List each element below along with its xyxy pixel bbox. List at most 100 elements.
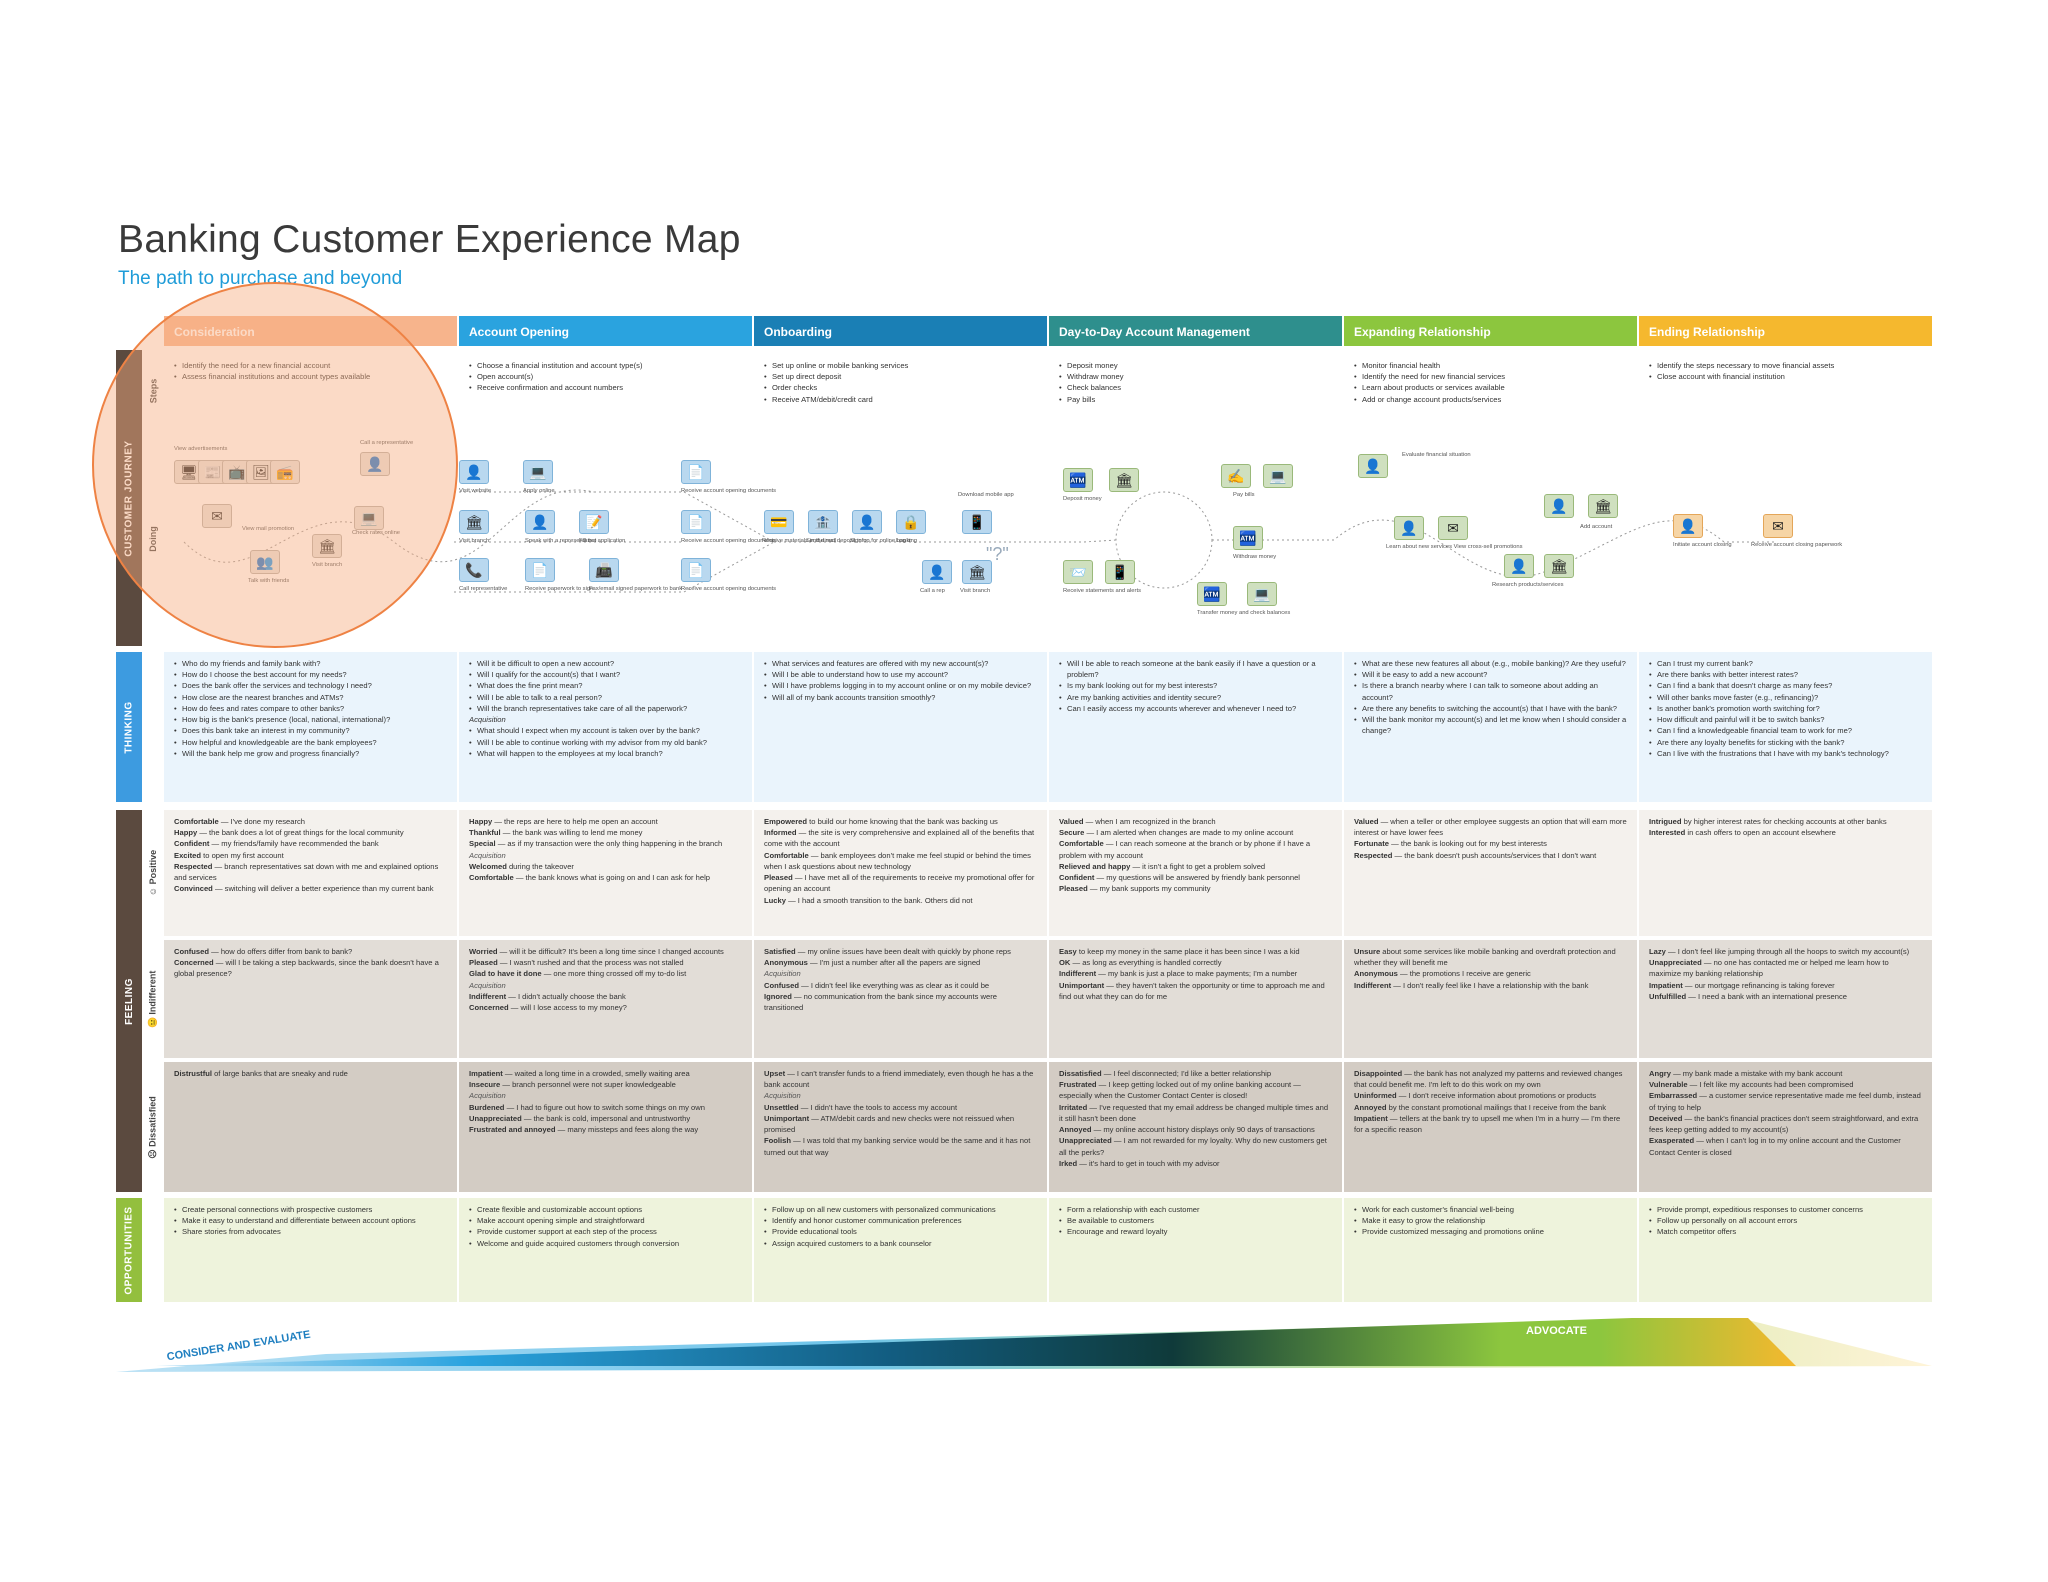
touchpoint-label: Fax/email signed paperwork to bank [589,586,683,592]
journey-touchpoint-icon: 📝 [579,510,609,534]
feeling-indifferent-cell: Lazy — I don't feel like jumping through… [1639,940,1932,1058]
feeling-indifferent-cell-entry: Confused — how do offers differ from ban… [174,947,353,956]
thinking-cell-item: Will it be easy to add a new account? [1354,669,1627,680]
opportunities-cell-item: Be available to customers [1059,1215,1332,1226]
journey-touchpoint-icon: 🔒 [896,510,926,534]
steps-cell-item: Withdraw money [1059,371,1332,382]
feeling-positive-cell-entry: Pleased — I have met all of the requirem… [764,873,1035,894]
touchpoint-label: Call a rep [920,588,945,594]
opportunities-cell-item: Create flexible and customizable account… [469,1204,742,1215]
feeling-dissatisfied-cell-entry: Embarrassed — a customer service represe… [1649,1091,1921,1112]
touchpoint-label: Transfer money and check balances [1197,610,1291,616]
feeling-dissatisfied-cell: Upset — I can't transfer funds to a frie… [754,1062,1047,1192]
question-mark-icon: "?" [986,544,1009,564]
feeling-dissatisfied-cell-entry: Vulnerable — I felt like my accounts had… [1649,1080,1854,1090]
feeling-dissatisfied-cell-entry: Exasperated — when I can't log in to my … [1649,1136,1901,1157]
thinking-cell-item: Can I find a knowledgeable financial tea… [1649,725,1922,736]
opportunities-cell-item: Match competitor offers [1649,1226,1922,1237]
sublabel-positive: ☺ Positive [148,849,158,897]
journey-touchpoint-icon: 🏛 [459,510,489,534]
thinking-cell-item: What should I expect when my account is … [469,725,742,736]
opportunities-cell: Work for each customer's financial well-… [1344,1198,1637,1302]
journey-touchpoint-icon: 📠 [589,558,619,582]
touchpoint-label: Receive materials in the mail [762,538,837,544]
sublabel-indifferent: 😐 Indifferent [147,970,158,1028]
feeling-dissatisfied-cell-entry: Acquisition [764,1091,801,1101]
opportunities-cell-item: Share stories from advocates [174,1226,447,1237]
steps-cell-item: Monitor financial health [1354,360,1627,371]
thinking-cell-item: Will all of my bank accounts transition … [764,692,1037,703]
touchpoint-label: Log in [896,538,912,544]
feeling-positive-cell-entry: Happy — the bank does a lot of great thi… [174,828,404,838]
touchpoint-label: Withdraw money [1233,554,1277,560]
thinking-cell-item: What services and features are offered w… [764,658,1037,669]
opportunities-cell-item: Provide educational tools [764,1226,1037,1237]
journey-touchpoint-icon: 👤 [1544,494,1574,518]
feeling-positive-cell-entry: Confident — my friends/family have recom… [174,839,379,849]
feeling-indifferent-cell-entry: Indifferent — my bank is just a place to… [1059,969,1298,979]
row-label-feeling: FEELING [116,810,142,1192]
thinking-cell-item: Is there a branch nearby where I can tal… [1354,680,1627,702]
thinking-cell-item: Will I have problems logging in to my ac… [764,680,1037,691]
feeling-dissatisfied-cell-entry: Unsettled — I didn't have the tools to a… [764,1102,958,1112]
journey-touchpoint-icon: 🏦 [808,510,838,534]
feeling-positive-cell-entry: Comfortable — the bank knows what is goi… [469,873,711,883]
feeling-positive-cell-entry: Pleased — my bank supports my community [1059,884,1211,894]
feeling-dissatisfied-cell-entry: Angry — my bank made a mistake with my b… [1649,1069,1843,1078]
feeling-positive-cell-entry: Secure — I am alerted when changes are m… [1059,828,1294,838]
touchpoint-label: Receive statements and alerts [1063,588,1141,594]
feeling-dissatisfied-cell-entry: Annoyed by the constant promotional mail… [1354,1102,1606,1112]
feeling-dissatisfied-cell: Impatient — waited a long time in a crow… [459,1062,752,1192]
thinking-cell-item: Does the bank offer the services and tec… [174,680,447,691]
feeling-indifferent-cell-entry: Acquisition [764,969,801,979]
steps-cell: Deposit moneyWithdraw moneyCheck balance… [1049,354,1342,428]
thinking-cell-item: Can I easily access my accounts wherever… [1059,703,1332,714]
journey-touchpoint-icon: 📱 [962,510,992,534]
thinking-cell-item: Will I be able to talk to a real person? [469,692,742,703]
feeling-positive-cell-entry: Convinced — switching will deliver a bet… [174,884,434,894]
journey-touchpoint-icon: 👤 [922,560,952,584]
steps-cell-item: Choose a financial institution and accou… [469,360,742,371]
feeling-dissatisfied-cell-entry: Frustrated and annoyed — many missteps a… [469,1125,699,1135]
opportunities-cell-item: Form a relationship with each customer [1059,1204,1332,1215]
feeling-positive-cell: Valued — when a teller or other employee… [1344,810,1637,936]
thinking-cell-item: Are there any benefits to switching the … [1354,703,1627,714]
touchpoint-label: Visit branch [459,538,490,544]
feeling-indifferent-cell-entry: Ignored — no communication from the bank… [764,991,997,1013]
feeling-positive-cell-entry: Lucky — I had a smooth transition to the… [764,895,973,905]
thinking-cell-item: Will I be able to continue working with … [469,737,742,748]
steps-cell-item: Learn about products or services availab… [1354,382,1627,393]
thinking-cell-item: Will other banks move faster (e.g., refi… [1649,692,1922,703]
feeling-dissatisfied-cell-entry: Disappointed — the bank has not analyzed… [1354,1069,1623,1090]
feeling-positive-cell: Empowered to build our home knowing that… [754,810,1047,936]
steps-cell: Set up online or mobile banking services… [754,354,1047,428]
feeling-dissatisfied-cell-entry: Impatient — waited a long time in a crow… [469,1069,690,1078]
journey-touchpoint-icon: 📄 [681,510,711,534]
touchpoint-label: Visit website [459,488,492,494]
feeling-indifferent-cell-entry: Glad to have it done — one more thing cr… [469,969,687,979]
thinking-cell-item: What does the fine print mean? [469,680,742,691]
journey-touchpoint-icon: 👤 [1504,554,1534,578]
thinking-cell-item: How helpful and knowledgeable are the ba… [174,737,447,748]
journey-touchpoint-icon: ✍ [1221,464,1251,488]
thinking-cell: Will I be able to reach someone at the b… [1049,652,1342,802]
steps-cell-item: Deposit money [1059,360,1332,371]
journey-touchpoint-icon: 📞 [459,558,489,582]
opportunities-cell: Create personal connections with prospec… [164,1198,457,1302]
feeling-indifferent-cell-entry: Satisfied — my online issues have been d… [764,947,1011,956]
feeling-dissatisfied-cell: Distrustful of large banks that are snea… [164,1062,457,1192]
feeling-indifferent-cell-entry: Acquisition [469,980,506,990]
journey-touchpoint-icon: 💻 [523,460,553,484]
phase-header-expanding: Expanding Relationship [1344,316,1637,346]
feeling-dissatisfied-cell-entry: Insecure — branch personnel were not sup… [469,1080,676,1090]
steps-cell-item: Identify the steps necessary to move fin… [1649,360,1922,371]
journey-touchpoint-icon: 📱 [1105,560,1135,584]
phase-header-ending: Ending Relationship [1639,316,1932,346]
opportunities-cell-item: Assign acquired customers to a bank coun… [764,1238,1037,1249]
thinking-cell-item: How close are the nearest branches and A… [174,692,447,703]
touchpoint-label: Learn about new services View cross-sell… [1386,544,1523,550]
